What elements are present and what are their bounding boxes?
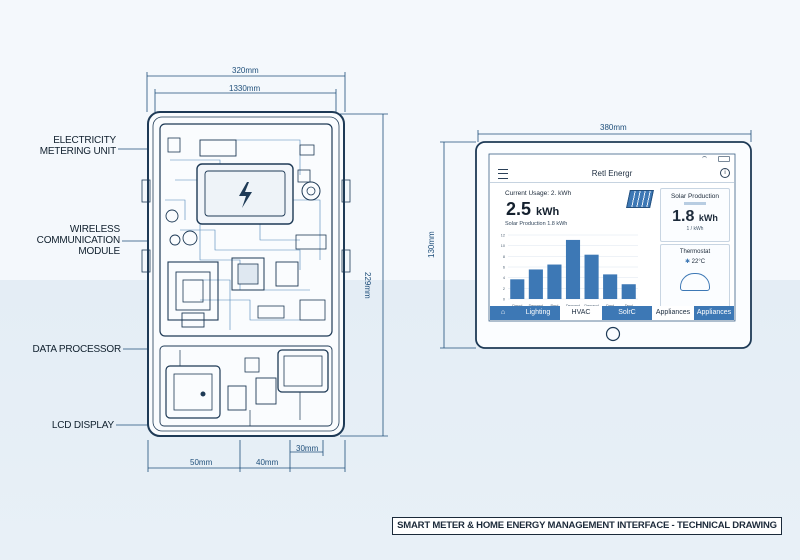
chart-bar	[621, 284, 636, 299]
label-metering-unit: ELECTRICITY METERING UNIT	[20, 135, 116, 157]
meter-body	[141, 111, 351, 437]
status-bar	[490, 155, 734, 162]
solar-card: Solar Production 1.8 kWh 1 / kWh	[660, 188, 730, 242]
solar-subline: Solar Production 1.8 kWh	[505, 221, 568, 227]
chart-ytick-label: 8	[503, 255, 505, 259]
battery-icon	[718, 156, 730, 162]
solar-card-value: 1.8 kWh	[661, 208, 729, 226]
home-icon[interactable]: ⌂	[500, 309, 506, 316]
dim-tablet-width: 380mm	[600, 123, 627, 132]
tab-bar: ⌂ Lighting HVAC SolrC Appliances Applian…	[490, 306, 734, 320]
thermostat-row: ✱ 22°C	[661, 258, 729, 265]
tab-appliances-2[interactable]: Appliances	[696, 309, 732, 316]
dim-top-inner: 1330mm	[229, 84, 261, 93]
solar-note: 1 / kWh	[686, 226, 704, 232]
label-wireless-line2: COMMUNICATION	[36, 235, 121, 246]
current-unit: kWh	[536, 206, 560, 218]
drawing-caption: SMART METER & HOME ENERGY MANAGEMENT INT…	[392, 517, 782, 535]
chart-ytick-label: 6	[503, 266, 505, 270]
current-value: 2.5	[506, 199, 532, 219]
info-icon[interactable]: i	[720, 168, 730, 178]
tablet-screen: Retl Energr i Current Usage: 2. kWh 2.5 …	[490, 155, 734, 320]
chart-bar	[547, 264, 562, 299]
tab-appliances[interactable]: Appliances	[652, 306, 694, 320]
thermostat-value: 22°C	[691, 259, 706, 265]
chart-bar	[565, 239, 581, 299]
chart-bar	[510, 279, 525, 299]
label-wireless-line1: WIRELESS	[69, 224, 120, 235]
label-wireless: WIRELESS COMMUNICATION MODULE	[20, 224, 121, 257]
current-usage-value: 2.5 kWh	[506, 199, 559, 220]
dim-bottom-b: 40mm	[256, 458, 279, 467]
dim-right-height: 229mm	[363, 272, 372, 299]
dim-tablet-height: 130mm	[427, 231, 436, 258]
dim-bottom-c: 30mm	[296, 444, 319, 453]
dim-bottom-a: 50mm	[190, 458, 213, 467]
solar-unit: kWh	[698, 213, 718, 223]
tab-solar[interactable]: SolrC	[618, 309, 636, 316]
chart-ytick-label: 4	[503, 276, 505, 280]
chart-ytick-label: 12	[501, 234, 505, 238]
current-usage-label: Current Usage: 2. kWh	[505, 190, 572, 197]
menu-icon[interactable]	[498, 169, 508, 179]
label-wireless-line3: MODULE	[78, 246, 120, 257]
wifi-icon	[702, 156, 707, 161]
chart-bar	[584, 254, 599, 299]
solar-progress	[684, 202, 706, 205]
thermostat-title: Thermostat	[679, 249, 711, 255]
app-title: Retl Energr	[591, 169, 633, 178]
chart-ytick-label: 0	[503, 298, 505, 302]
usage-chart: 121086420DmodDemandPmdDemandDemandDmdDmd	[501, 234, 638, 308]
solar-panel-icon	[626, 190, 654, 208]
label-metering-line2: METERING UNIT	[39, 146, 116, 157]
chart-ytick-label: 10	[501, 244, 505, 248]
solar-card-title: Solar Production	[670, 193, 720, 200]
appliance-icon	[680, 273, 710, 291]
solar-value: 1.8	[672, 208, 695, 225]
chart-ytick-label: 2	[503, 287, 505, 291]
label-metering-line1: ELECTRICITY	[53, 135, 116, 146]
snowflake-icon: ✱	[684, 259, 690, 265]
thermostat-card: Thermostat ✱ 22°C	[660, 244, 730, 310]
tab-hvac[interactable]: HVAC	[560, 306, 602, 320]
dim-top-outer: 320mm	[232, 66, 259, 75]
label-processor: DATA PROCESSOR	[32, 344, 121, 355]
tab-lighting[interactable]: Lighting	[525, 309, 551, 316]
chart-bar	[528, 269, 543, 299]
chart-bar	[603, 274, 618, 299]
label-lcd: LCD DISPLAY	[51, 420, 114, 431]
